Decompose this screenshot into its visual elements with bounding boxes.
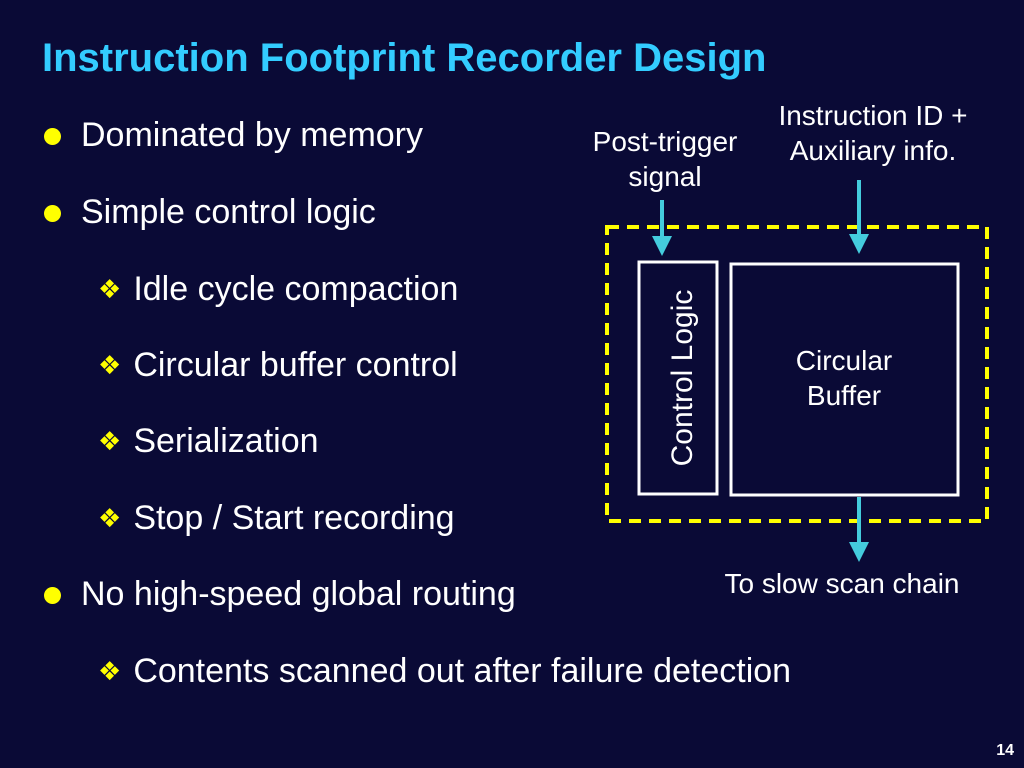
list-item-text: Dominated by memory — [81, 116, 424, 154]
list-item-text: Idle cycle compaction — [133, 270, 459, 308]
bullet-dot-icon — [44, 128, 61, 145]
instruction-label-line2: Auxiliary info. — [789, 135, 957, 166]
page-number: 14 — [996, 742, 1014, 759]
list-item-text: Circular buffer control — [133, 346, 458, 384]
list-item: ❖ Serialization — [98, 422, 319, 461]
list-item: Simple control logic — [44, 193, 376, 232]
list-item: ❖ Contents scanned out after failure det… — [98, 652, 791, 691]
diamond-bullet-icon: ❖ — [98, 426, 122, 457]
list-item-text: Contents scanned out after failure detec… — [133, 652, 792, 690]
scan-chain-label: To slow scan chain — [724, 568, 960, 599]
list-item-text: Serialization — [133, 422, 319, 460]
post-trigger-label-line2: signal — [628, 161, 702, 192]
instruction-label: Instruction ID + Auxiliary info. — [752, 98, 994, 168]
bullet-dot-icon — [44, 205, 61, 222]
diamond-bullet-icon: ❖ — [98, 274, 122, 305]
list-item-text: No high-speed global routing — [81, 575, 516, 613]
list-item-text: Stop / Start recording — [133, 499, 455, 537]
list-item: Dominated by memory — [44, 116, 423, 155]
list-item: ❖ Idle cycle compaction — [98, 270, 458, 309]
bullet-dot-icon — [44, 587, 61, 604]
diamond-bullet-icon: ❖ — [98, 350, 122, 381]
circular-buffer-box — [729, 262, 960, 497]
list-item: No high-speed global routing — [44, 575, 516, 614]
post-trigger-label-line1: Post-trigger — [592, 126, 738, 157]
post-trigger-label: Post-trigger signal — [574, 124, 756, 194]
control-logic-label: Control Logic — [666, 290, 699, 467]
diamond-bullet-icon: ❖ — [98, 503, 122, 534]
circular-buffer-label-line1: Circular — [795, 345, 893, 376]
list-item: ❖ Stop / Start recording — [98, 499, 455, 538]
diamond-bullet-icon: ❖ — [98, 656, 122, 687]
recorder-dashed-boundary — [605, 225, 989, 523]
circular-buffer-label-line2: Buffer — [806, 380, 882, 411]
list-item-text: Simple control logic — [81, 193, 376, 231]
list-item: ❖ Circular buffer control — [98, 346, 458, 385]
circular-buffer-label: Circular Buffer — [746, 343, 942, 413]
instruction-label-line1: Instruction ID + — [778, 100, 968, 131]
control-logic-box — [637, 260, 719, 496]
page-title: Instruction Footprint Recorder Design — [42, 36, 767, 80]
